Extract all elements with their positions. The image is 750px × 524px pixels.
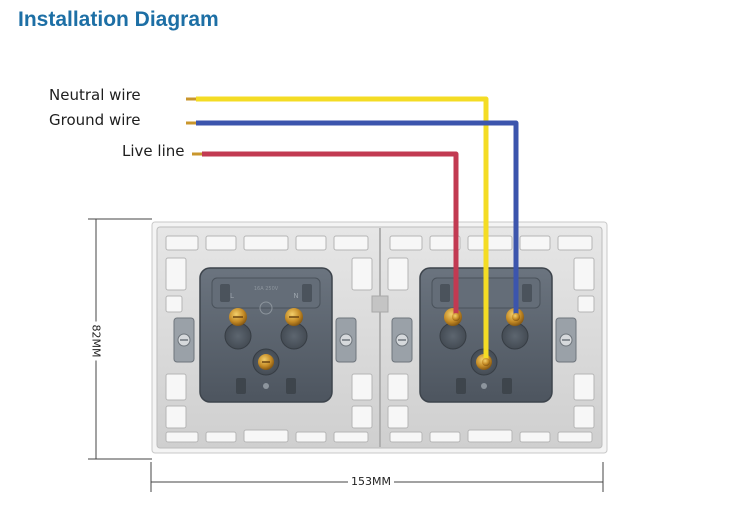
wire-live <box>192 151 459 317</box>
mounting-claws <box>173 317 577 363</box>
neutral-wire-label: Neutral wire <box>49 86 141 104</box>
ce-mark-icon <box>259 301 273 315</box>
live-line-label: Live line <box>122 142 185 160</box>
diagram-title: Installation Diagram <box>18 8 219 31</box>
width-dimension-label: 153MM <box>348 475 394 488</box>
height-dimension-label: 82MM <box>89 321 103 361</box>
socket-left-rating: 16A 250V <box>254 286 279 292</box>
claw-right-outer <box>555 317 577 363</box>
frame-cutouts-left <box>165 235 373 443</box>
socket-left-mark-n: N <box>293 292 298 300</box>
claw-right-inner <box>391 317 413 363</box>
claw-left-inner <box>335 317 357 363</box>
ground-wire-label: Ground wire <box>49 111 141 129</box>
socket-left: 16A 250V L N <box>199 267 333 403</box>
wire-ground <box>186 120 519 317</box>
frame-cutouts-right <box>387 235 595 443</box>
wire-neutral <box>186 96 489 362</box>
claw-left-outer <box>173 317 195 363</box>
socket-left-mark-l: L <box>230 292 234 300</box>
